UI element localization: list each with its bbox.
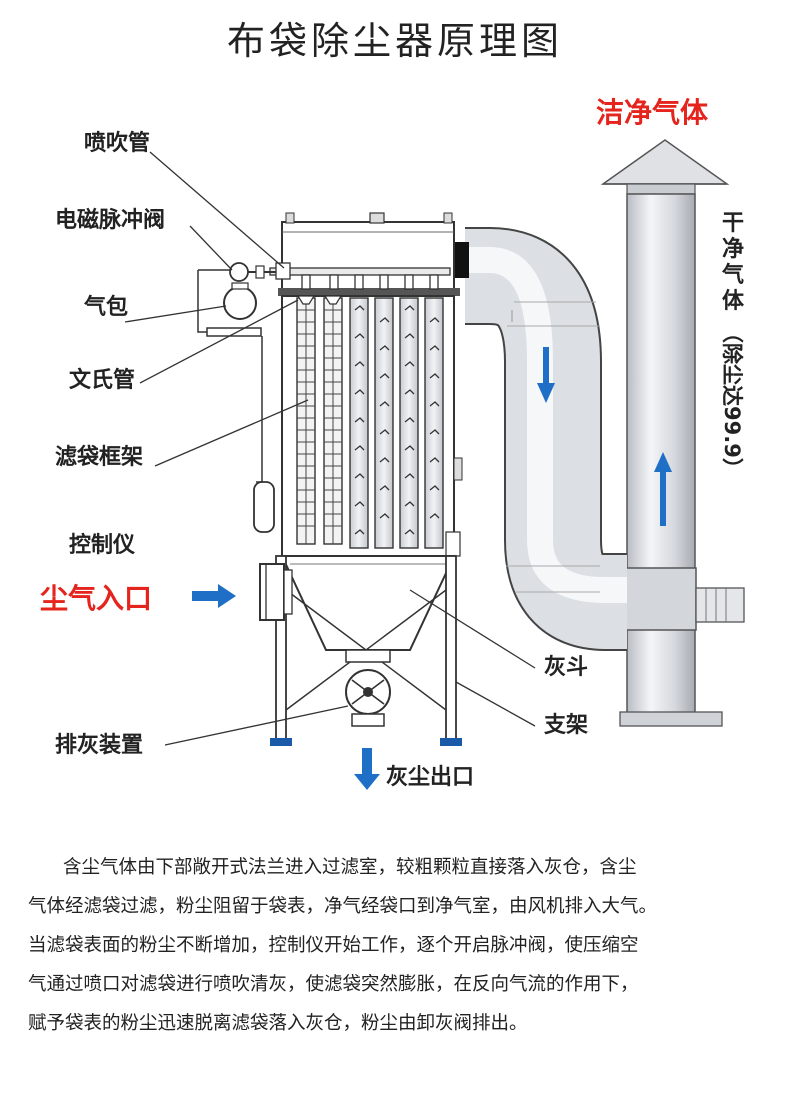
collector <box>197 212 463 746</box>
label-dust-inlet: 尘气入口 <box>40 582 152 615</box>
description-line: 含尘气体由下部敞开式法兰进入过滤室，较粗颗粒直接落入灰仓，含尘 <box>63 857 637 878</box>
description-line: 气通过喷口对滤袋进行喷吹清灰，使滤袋突然膨胀，在反向气流的作用下， <box>28 974 639 995</box>
down-flow-arrow <box>537 347 555 403</box>
leader-lines <box>124 151 536 746</box>
label-air-bag: 气包 <box>83 294 128 320</box>
duct-flange <box>455 242 469 278</box>
filter-bags <box>349 297 444 549</box>
label-spray-pipe: 喷吹管 <box>84 130 150 156</box>
air-bag <box>223 286 257 320</box>
chimney-base <box>619 711 723 727</box>
rotary-valve <box>345 649 391 727</box>
label-bag-frame: 滤袋框架 <box>55 444 143 470</box>
tube-sheet <box>278 288 460 296</box>
label-controller: 控制仪 <box>69 532 136 558</box>
ash-hopper <box>280 555 456 651</box>
venturi-tubes <box>296 295 343 305</box>
baghouse-diagram: 洁净气体 干 净 气 体 （除尘达99.9） 喷吹管 电磁脉冲阀 气包 文氏管 … <box>40 96 745 790</box>
label-support: 支架 <box>544 712 588 738</box>
controller-box <box>253 481 275 533</box>
chimney-neck <box>626 183 696 195</box>
label-discharge-device: 排灰装置 <box>55 732 143 758</box>
solenoid-valve <box>229 262 249 282</box>
spray-pipe <box>269 267 451 276</box>
inlet-arrow <box>192 584 236 608</box>
label-dry-gas-2: 净 <box>722 236 744 262</box>
dust-inlet-flange <box>259 563 293 621</box>
description-line: 当滤袋表面的粉尘不断增加，控制仪开始工作，逐个开启脉冲阀，使压缩空 <box>28 935 639 956</box>
air-package <box>197 262 276 483</box>
chimney-cap <box>600 139 730 185</box>
page-title: 布袋除尘器原理图 <box>226 19 563 63</box>
label-ash-hopper: 灰斗 <box>544 654 588 680</box>
label-clean-gas: 洁净气体 <box>596 96 709 129</box>
fan-motor <box>695 587 745 623</box>
label-venturi: 文氏管 <box>69 367 135 393</box>
chimney <box>599 139 745 727</box>
label-dry-gas-1: 干 <box>722 211 744 236</box>
description-line: 赋予袋表的粉尘迅速脱离滤袋落入灰仓，粉尘由卸灰阀排出。 <box>28 1013 528 1034</box>
label-purity: （除尘达99.9） <box>720 322 744 479</box>
up-flow-arrow <box>654 452 672 526</box>
label-dry-gas-3: 气 <box>721 262 744 288</box>
label-dry-gas-4: 体 <box>722 289 745 314</box>
duct <box>441 227 654 651</box>
outlet-arrow <box>354 748 380 790</box>
chimney-stack <box>626 193 696 715</box>
description: 含尘气体由下部敞开式法兰进入过滤室，较粗颗粒直接落入灰仓，含尘 气体经滤袋过滤，… <box>28 848 770 1043</box>
label-dust-outlet: 灰尘出口 <box>386 764 474 790</box>
clean-air-chamber <box>281 221 455 295</box>
description-line: 气体经滤袋过滤，粉尘阻留于袋表，净气经袋口到净气室，由风机排入大气。 <box>28 896 658 917</box>
label-solenoid-valve: 电磁脉冲阀 <box>55 207 165 233</box>
